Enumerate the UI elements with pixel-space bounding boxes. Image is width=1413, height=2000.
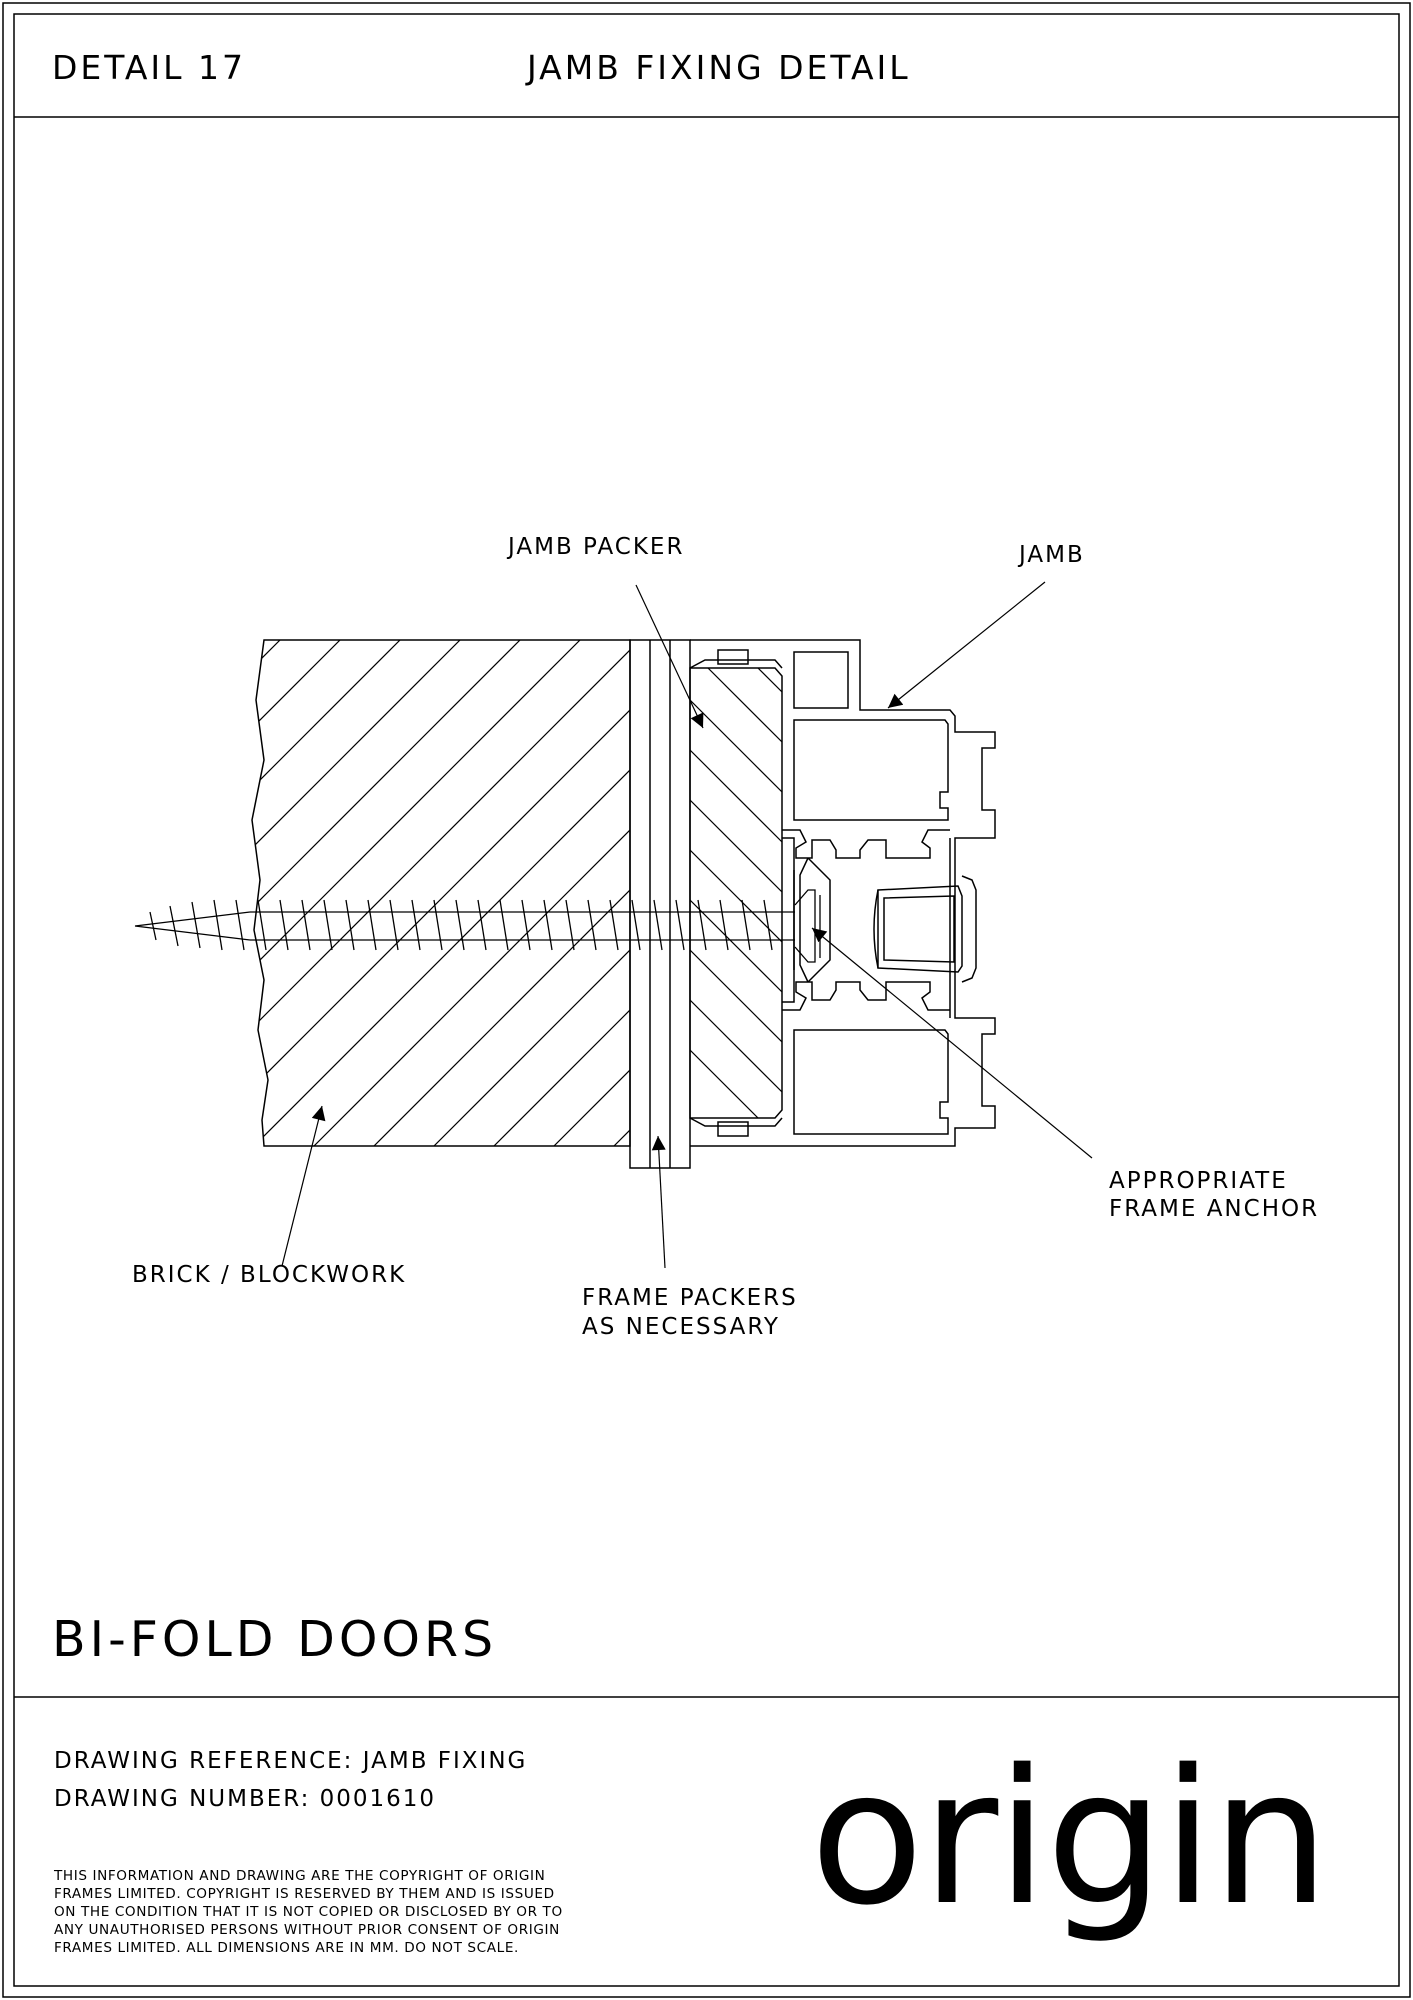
jamb-packer: [689, 667, 783, 1119]
origin-logo: origin: [810, 1729, 1328, 1946]
detail-title: JAMB FIXING DETAIL: [525, 48, 911, 87]
detail-number: DETAIL 17: [52, 48, 246, 87]
label-packers-line1: FRAME PACKERS: [582, 1285, 798, 1311]
copyright-line: ANY UNAUTHORISED PERSONS WITHOUT PRIOR C…: [54, 1922, 560, 1938]
label-brick: BRICK / BLOCKWORK: [132, 1262, 406, 1288]
inner-border: [13, 13, 1400, 1987]
copyright-line: FRAMES LIMITED. ALL DIMENSIONS ARE IN MM…: [54, 1940, 519, 1956]
jamb-profile: [689, 639, 996, 1147]
leader-frame-packers: [651, 1135, 666, 1269]
copyright-line: ON THE CONDITION THAT IT IS NOT COPIED O…: [54, 1904, 563, 1920]
copyright-line: FRAMES LIMITED. COPYRIGHT IS RESERVED BY…: [54, 1886, 555, 1902]
leader-jamb: [887, 581, 1046, 709]
brick-blockwork: [251, 639, 631, 1147]
label-jamb-packer: JAMB PACKER: [506, 534, 684, 560]
leader-jamb-packer: [635, 584, 704, 729]
label-jamb: JAMB: [1017, 542, 1085, 568]
label-packers-line2: AS NECESSARY: [582, 1314, 780, 1340]
frame-packers: [629, 639, 691, 1169]
frame-anchor-screw: [134, 889, 821, 963]
leader-brick: [281, 1105, 326, 1267]
label-anchor-line1: APPROPRIATE: [1109, 1168, 1288, 1194]
drawing-reference: DRAWING REFERENCE: JAMB FIXING: [54, 1748, 527, 1774]
copyright-notice: THIS INFORMATION AND DRAWING ARE THE COP…: [53, 1868, 563, 1956]
leader-frame-anchor: [811, 927, 1093, 1159]
leader-lines: [281, 581, 1093, 1269]
copyright-line: THIS INFORMATION AND DRAWING ARE THE COP…: [53, 1868, 545, 1884]
product-title: BI-FOLD DOORS: [52, 1611, 497, 1668]
label-anchor-line2: FRAME ANCHOR: [1109, 1196, 1319, 1222]
drawing-number: DRAWING NUMBER: 0001610: [54, 1786, 436, 1812]
frame-anchor-plug: [873, 875, 977, 983]
